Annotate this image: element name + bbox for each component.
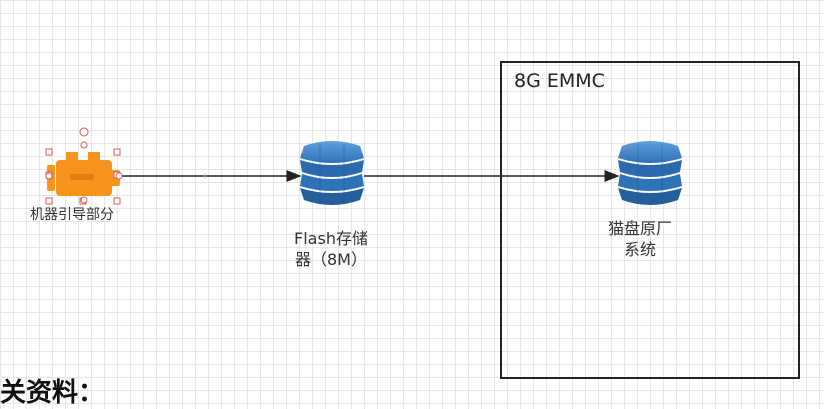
database-icon [300,141,364,205]
connector-waypoint [203,174,207,178]
selection-handles[interactable] [45,127,123,205]
engine-node-label: 机器引导部分 [30,207,114,223]
cat-system-node-label: 猫盘原厂 系统 [590,218,690,260]
cat-system-node[interactable] [618,141,682,205]
flash-label-line1: Flash存储 [294,229,368,248]
engine-icon [47,152,120,196]
flash-node-label: Flash存储 器（8M） [266,228,396,270]
cat-system-label-line2: 系统 [623,240,656,259]
database-icon [618,141,682,205]
flash-label-line2: 器（8M） [295,250,367,269]
emmc-group-title: 8G EMMC [514,70,605,92]
flash-node[interactable] [300,141,364,205]
cat-system-label-line1: 猫盘原厂 [607,219,672,238]
emmc-group-box[interactable] [500,61,800,379]
engine-node[interactable] [45,127,123,205]
section-heading: 关资料： [0,378,105,408]
